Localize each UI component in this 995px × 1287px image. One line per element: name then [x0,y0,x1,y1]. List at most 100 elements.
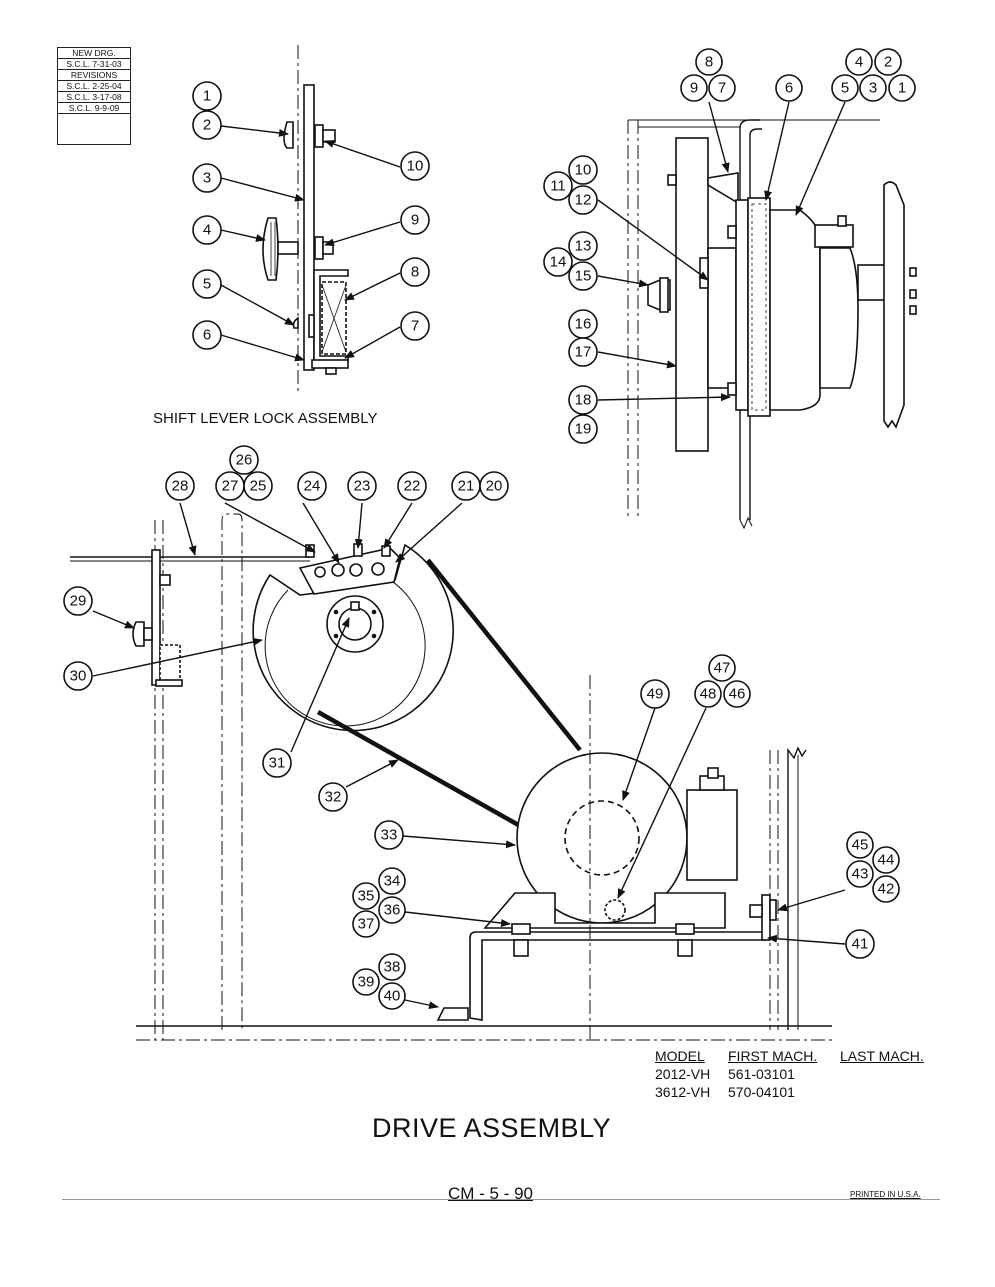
svg-text:22: 22 [404,478,421,495]
svg-text:41: 41 [852,936,869,953]
svg-text:27: 27 [222,478,239,495]
table-row: 2012-VH 561-03101 [655,1065,950,1083]
callout-45: 45 [846,831,874,859]
svg-text:10: 10 [407,158,424,175]
svg-text:14: 14 [550,254,567,271]
callout-26: 26 [229,445,259,475]
callout-4: 4 [192,215,222,245]
revision-block: NEW DRG. S.C.L. 7-31-03 REVISIONS S.C.L.… [57,47,131,145]
svg-text:1: 1 [898,80,906,97]
callout-21: 21 [451,471,481,501]
callout-31: 31 [262,748,292,778]
svg-text:11: 11 [550,178,566,195]
svg-text:44: 44 [878,852,895,869]
page-title: DRIVE ASSEMBLY [372,1113,612,1143]
callout-1: 1 [192,81,222,111]
shift-lever-lock-figure [262,45,349,395]
svg-text:33: 33 [381,827,398,844]
svg-text:9: 9 [690,80,698,97]
svg-text:3: 3 [869,80,877,97]
callout-37: 37 [352,910,380,938]
callout-35: 35 [352,882,380,910]
page-code: CM - 5 - 90 [448,1184,534,1203]
subassembly-title: SHIFT LEVER LOCK ASSEMBLY [153,410,378,427]
callout-13: 13 [568,231,598,261]
svg-text:8: 8 [411,264,419,281]
callout-6: 6 [775,74,803,102]
callout-6: 6 [192,320,222,350]
header-first-mach: FIRST MACH. [728,1048,818,1064]
callout-30: 30 [63,661,93,691]
svg-text:4: 4 [203,222,211,239]
callout-44: 44 [872,846,900,874]
callout-34: 34 [378,867,406,895]
callout-48: 48 [694,680,722,708]
svg-text:6: 6 [785,80,793,97]
svg-text:2: 2 [203,117,211,134]
svg-text:29: 29 [70,593,87,610]
callout-23: 23 [347,471,377,501]
callout-40: 40 [378,982,406,1010]
svg-text:42: 42 [878,881,895,898]
callout-10: 10 [400,151,430,181]
header-model: MODEL [655,1048,705,1064]
callout-17: 17 [568,337,598,367]
svg-text:49: 49 [647,686,664,703]
svg-text:24: 24 [304,478,321,495]
svg-text:32: 32 [325,789,342,806]
svg-text:20: 20 [486,478,503,495]
cell-model: 2012-VH [655,1066,711,1082]
callout-29: 29 [63,586,93,616]
revision-entry: S.C.L. 7-31-03 [58,59,130,70]
svg-text:15: 15 [575,268,592,285]
callout-27: 27 [215,471,245,501]
header-last-mach: LAST MACH. [840,1048,924,1064]
callout-9: 9 [400,205,430,235]
svg-text:7: 7 [718,80,726,97]
svg-text:46: 46 [729,686,746,703]
callout-32: 32 [318,782,348,812]
callout-33: 33 [374,820,404,850]
callout-25: 25 [243,471,273,501]
svg-text:4: 4 [855,54,863,71]
svg-text:40: 40 [384,988,401,1005]
svg-text:7: 7 [411,318,419,335]
svg-text:26: 26 [236,452,253,469]
svg-text:1: 1 [203,88,211,105]
callout-47: 47 [708,654,736,682]
svg-text:38: 38 [384,959,401,976]
callout-7: 7 [708,74,736,102]
model-table: MODEL FIRST MACH. LAST MACH. 2012-VH 561-03… [655,1047,950,1101]
callout-9: 9 [680,74,708,102]
svg-text:23: 23 [354,478,371,495]
callout-19: 19 [568,414,598,444]
svg-text:3: 3 [203,170,211,187]
svg-text:5: 5 [203,276,211,293]
svg-text:6: 6 [203,327,211,344]
revision-header: REVISIONS [58,70,130,81]
callout-12: 12 [568,185,598,215]
drive-front-view-figure [70,513,832,1041]
model-table-header: MODEL FIRST MACH. LAST MACH. [655,1047,950,1065]
svg-text:21: 21 [458,478,475,495]
callout-8: 8 [400,257,430,287]
svg-text:25: 25 [250,478,267,495]
callout-2: 2 [192,110,222,140]
callout-1: 1 [888,74,916,102]
cell-first-mach: 561-03101 [728,1066,795,1082]
callout-7: 7 [400,311,430,341]
svg-text:39: 39 [358,974,375,991]
printed-note: PRINTED IN U.S.A. [850,1190,921,1199]
cell-model: 3612-VH [655,1084,711,1100]
svg-text:16: 16 [575,316,592,333]
callout-24: 24 [297,471,327,501]
callout-14: 14 [543,247,573,277]
revision-new-drg: NEW DRG. [58,48,130,59]
callout-2: 2 [874,48,902,76]
callout-49: 49 [640,679,670,709]
callout-36: 36 [378,896,406,924]
footer-divider [62,1199,940,1200]
svg-text:45: 45 [852,837,869,854]
svg-text:13: 13 [575,238,592,255]
svg-text:35: 35 [358,888,375,905]
